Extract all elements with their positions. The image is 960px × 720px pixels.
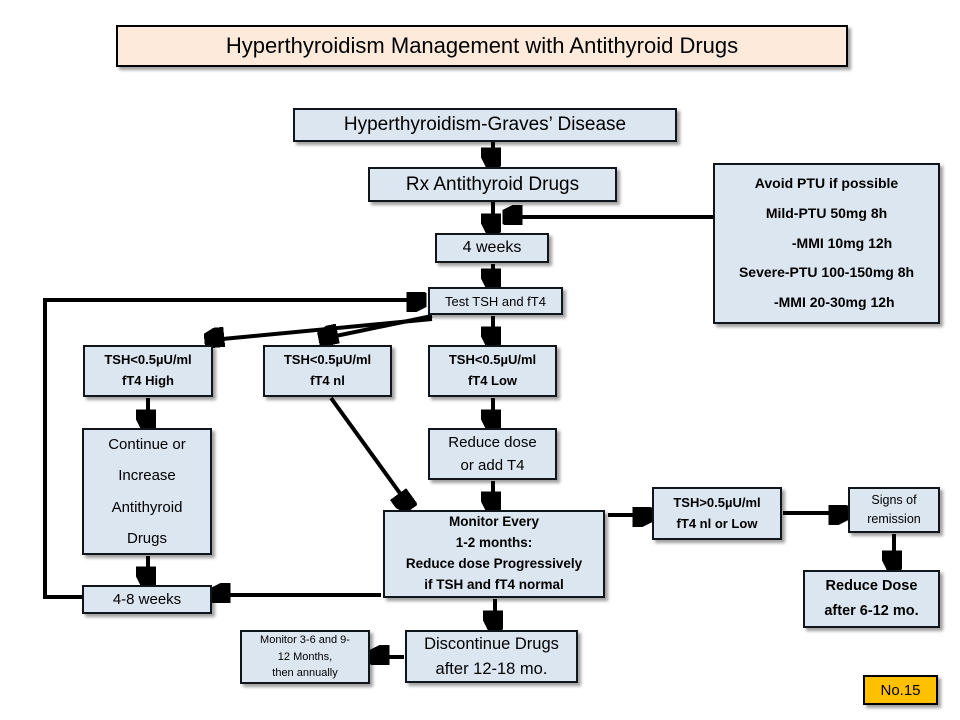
node-4-8-weeks: 4-8 weeks: [82, 585, 212, 614]
node-tsh-low-ft4-low-label: TSH<0.5µU/ml fT4 Low: [448, 352, 537, 388]
node-tsh-low-ft4-low: TSH<0.5µU/ml fT4 Low: [428, 345, 557, 397]
node-test-tsh-ft4: Test TSH and fT4: [428, 287, 563, 315]
node-tsh-normal-ft4-nl-or-low: TSH>0.5µU/ml fT4 nl or Low: [652, 487, 782, 540]
node-4-weeks-label: 4 weeks: [462, 239, 522, 256]
node-tsh-normal-ft4-nl-or-low-label: TSH>0.5µU/ml fT4 nl or Low: [673, 494, 761, 531]
node-tsh-low-ft4-high: TSH<0.5µU/ml fT4 High: [83, 345, 213, 397]
node-reduce-dose-6-12-mo: Reduce Dose after 6-12 mo.: [803, 570, 940, 628]
node-rx-antithyroid-drugs: Rx Antithyroid Drugs: [368, 167, 617, 202]
slide-number-badge: No.15: [863, 675, 938, 705]
node-reduce-dose-add-t4-label: Reduce dose or add T4: [448, 433, 537, 474]
node-continue-increase-drugs: Continue or Increase Antithyroid Drugs: [82, 428, 212, 555]
node-tsh-low-ft4-nl: TSH<0.5µU/ml fT4 nl: [263, 345, 392, 397]
node-monitor-3-6-9-12-months: Monitor 3-6 and 9- 12 Months, then annua…: [240, 630, 370, 684]
node-signs-of-remission-label: Signs of remission: [867, 493, 921, 526]
node-signs-of-remission: Signs of remission: [848, 487, 940, 533]
node-test-tsh-ft4-label: Test TSH and fT4: [445, 293, 546, 309]
node-continue-increase-drugs-label: Continue or Increase Antithyroid Drugs: [108, 435, 186, 548]
arrow-test-to-ft4nl: [326, 314, 433, 338]
node-drug-dosing-info-label: Avoid PTU if possible Mild-PTU 50mg 8h -…: [738, 175, 915, 310]
page-title-label: Hyperthyroidism Management with Antithyr…: [225, 33, 739, 58]
node-monitor-1-2-months-label: Monitor Every 1-2 months: Reduce dose Pr…: [405, 514, 583, 592]
node-tsh-low-ft4-high-label: TSH<0.5µU/ml fT4 High: [104, 352, 192, 388]
node-drug-dosing-info: Avoid PTU if possible Mild-PTU 50mg 8h -…: [713, 163, 940, 324]
slide-number-badge-label: No.15: [880, 681, 921, 699]
node-rx-antithyroid-drugs-label: Rx Antithyroid Drugs: [405, 173, 580, 195]
arrow-feedback-48weeks-to-test: [43, 300, 419, 599]
node-4-weeks: 4 weeks: [435, 233, 549, 263]
node-graves-disease-label: Hyperthyroidism-Graves’ Disease: [343, 114, 627, 135]
node-discontinue-drugs-label: Discontinue Drugs after 12-18 mo.: [424, 634, 559, 678]
page-title: Hyperthyroidism Management with Antithyr…: [116, 25, 848, 67]
node-discontinue-drugs: Discontinue Drugs after 12-18 mo.: [405, 630, 578, 683]
node-4-8-weeks-label: 4-8 weeks: [112, 591, 182, 608]
node-monitor-3-6-9-12-months-label: Monitor 3-6 and 9- 12 Months, then annua…: [260, 634, 350, 680]
node-graves-disease: Hyperthyroidism-Graves’ Disease: [293, 108, 677, 142]
node-reduce-dose-6-12-mo-label: Reduce Dose after 6-12 mo.: [824, 578, 919, 619]
node-reduce-dose-add-t4: Reduce dose or add T4: [428, 428, 557, 480]
arrow-ft4nl-to-monitor: [329, 396, 407, 503]
node-tsh-low-ft4-nl-label: TSH<0.5µU/ml fT4 nl: [283, 352, 372, 388]
node-monitor-1-2-months: Monitor Every 1-2 months: Reduce dose Pr…: [383, 510, 605, 598]
